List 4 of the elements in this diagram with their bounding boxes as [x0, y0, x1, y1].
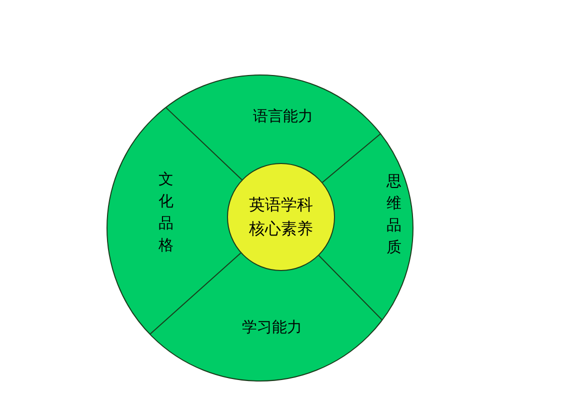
sector-label: 思维品质	[386, 170, 402, 258]
sector-label: 学习能力	[242, 318, 302, 336]
sector-label: 文化品格	[158, 168, 174, 256]
sector-label: 语言能力	[253, 106, 313, 126]
